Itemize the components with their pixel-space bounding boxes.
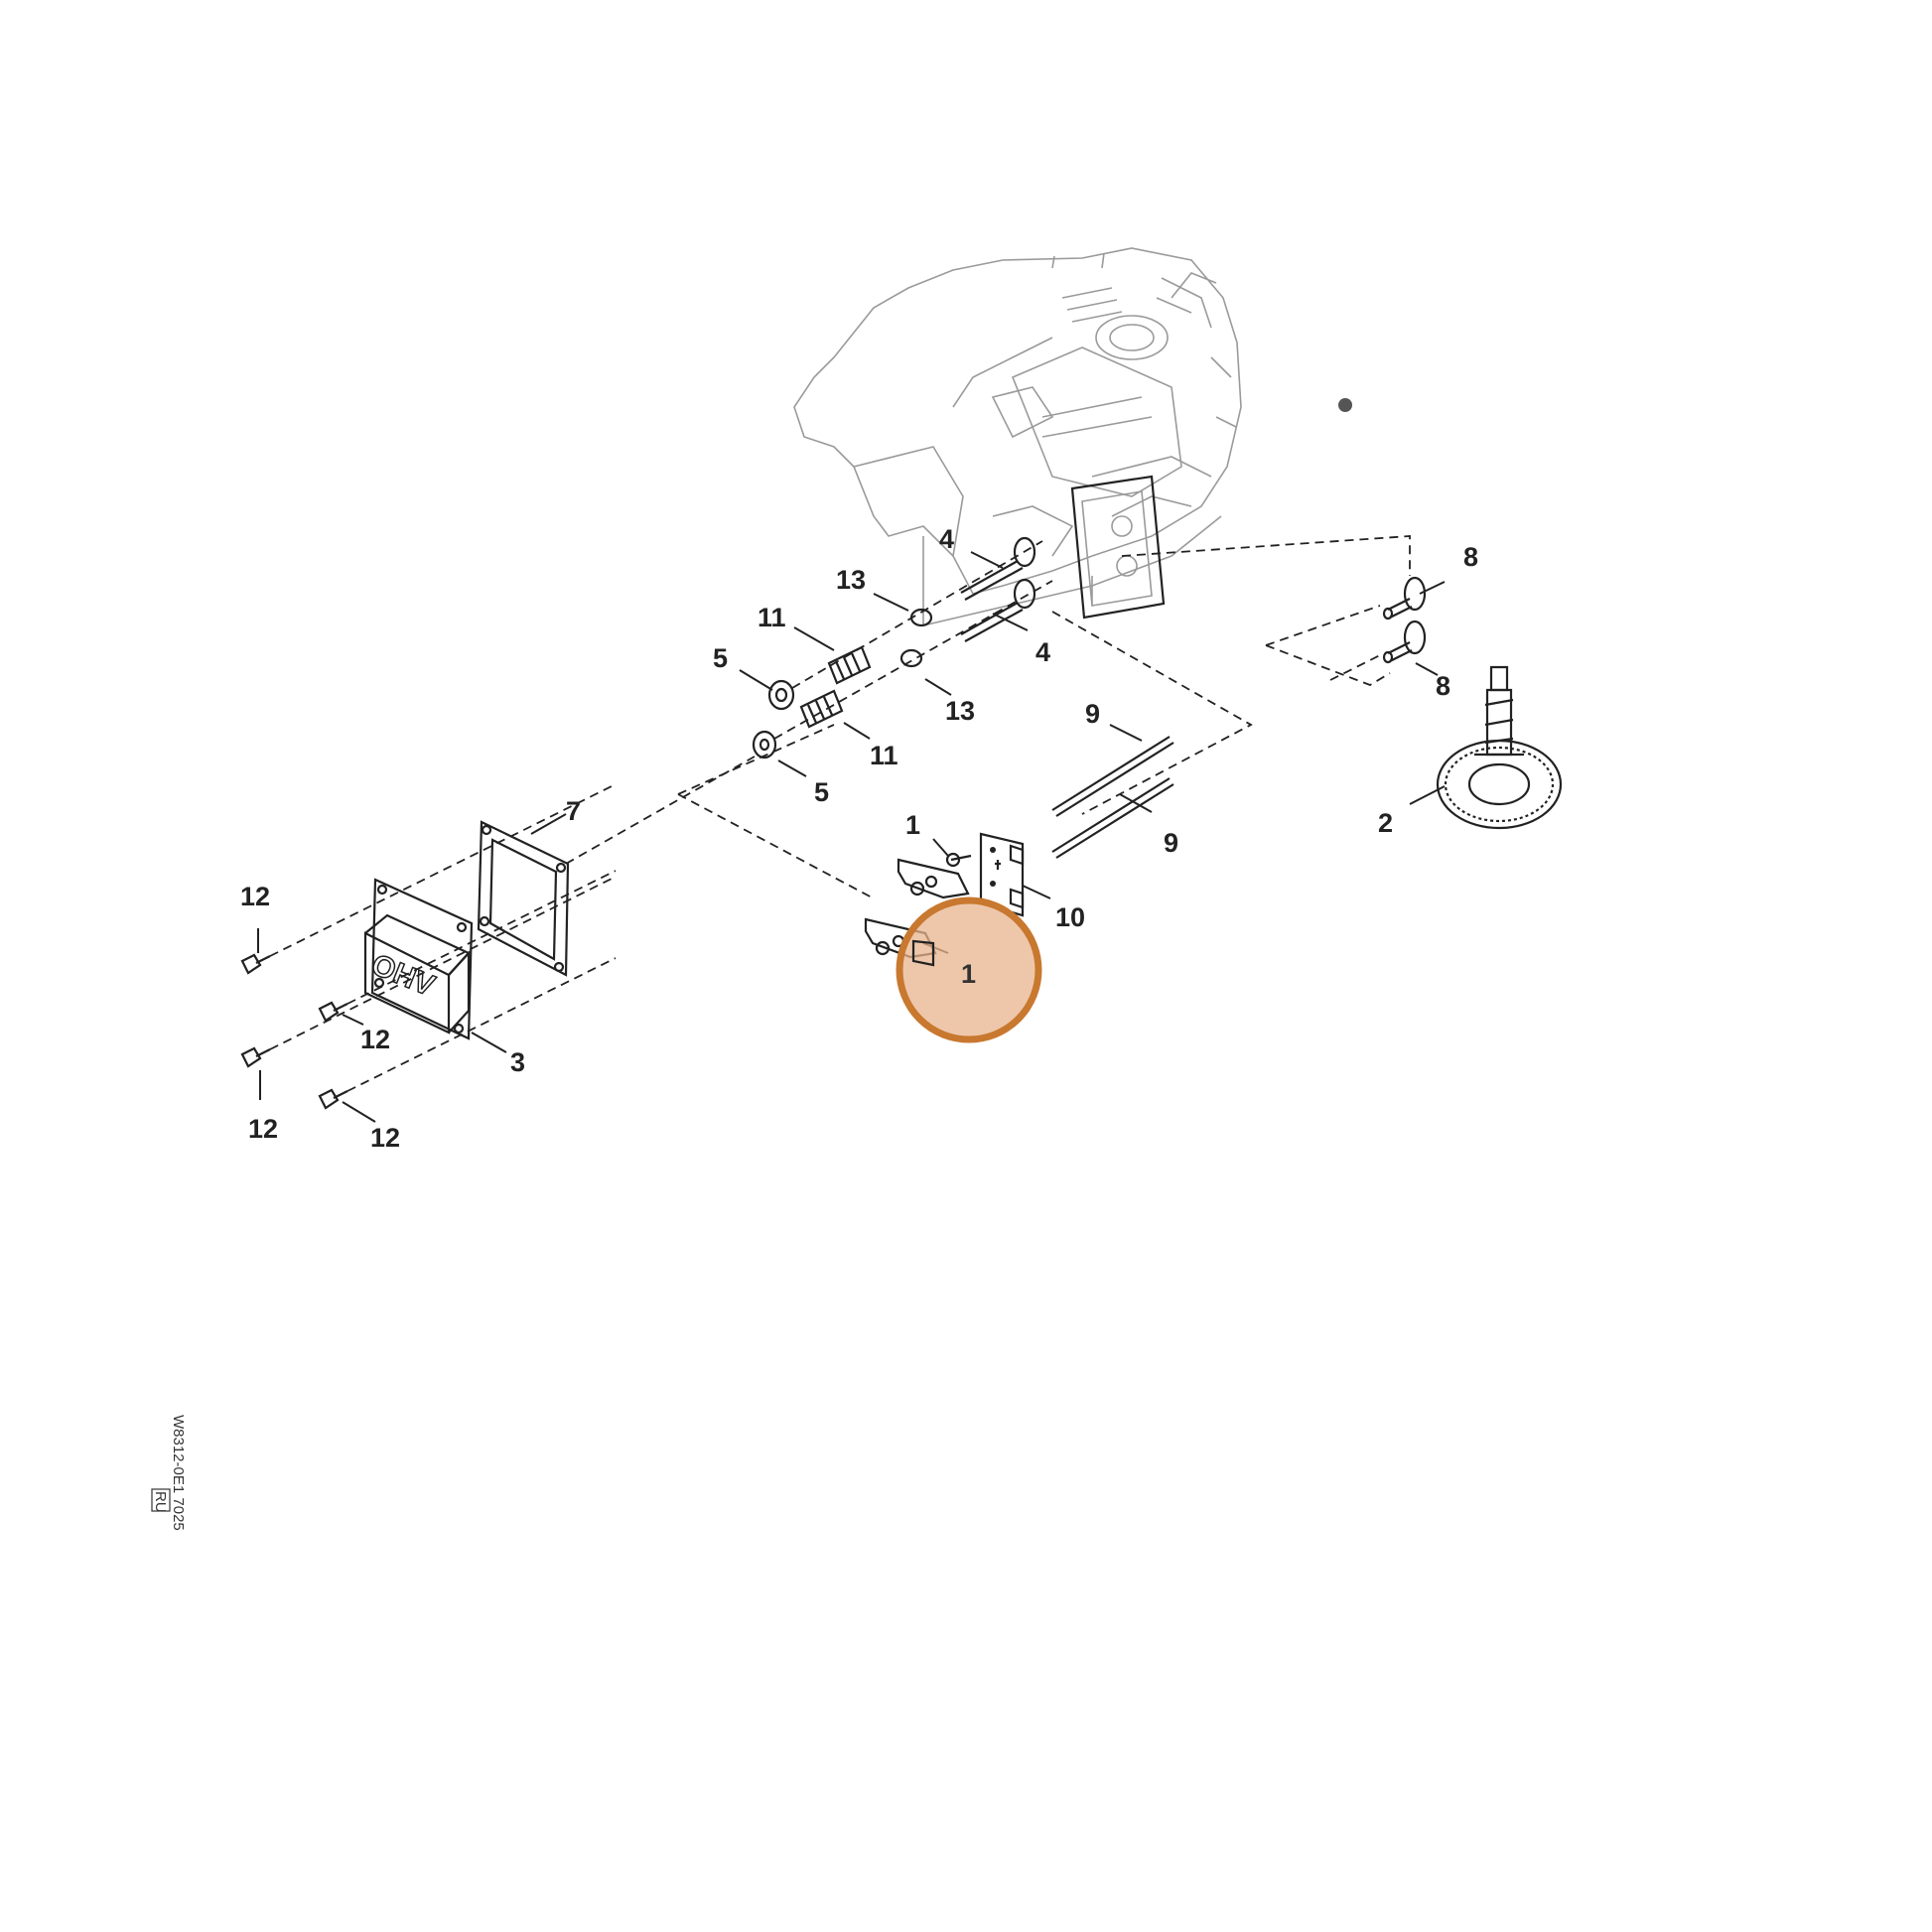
spring-cap-lower — [752, 730, 777, 759]
valve-lower — [960, 578, 1036, 642]
callout-1-upper: 1 — [905, 810, 920, 840]
push-rod-lower — [1051, 777, 1174, 859]
callout-3: 3 — [510, 1047, 525, 1077]
push-rod-upper — [1051, 736, 1174, 817]
tappet-upper — [1382, 576, 1427, 621]
callout-5-upper: 5 — [713, 643, 728, 673]
screw-bottom — [318, 1088, 348, 1110]
rocker-arm-upper — [897, 852, 972, 899]
drawing-code-text: W8312-0E1 7025 — [170, 1415, 187, 1531]
valve-keeper-lower — [899, 648, 923, 668]
valve-upper — [960, 536, 1036, 601]
callout-12-bottom: 12 — [370, 1123, 400, 1153]
callout-11-upper: 11 — [758, 603, 786, 632]
drawing-code: W8312-0E1 7025 RU — [151, 1415, 187, 1531]
gasket — [477, 820, 570, 977]
callout-12-mid: 12 — [360, 1025, 390, 1054]
engine-block — [793, 247, 1352, 627]
drawing-code-box: RU — [152, 1491, 169, 1513]
callout-13-lower: 13 — [945, 696, 975, 726]
callout-12-bottom-left: 12 — [248, 1114, 278, 1144]
spring-cap-upper — [767, 679, 795, 711]
highlight-circle[interactable] — [896, 897, 1042, 1043]
screw-bottom-left — [240, 1046, 271, 1068]
callout-8-lower: 8 — [1436, 671, 1450, 701]
guide-plate — [979, 832, 1025, 917]
callout-9-lower: 9 — [1164, 828, 1178, 858]
callout-8-upper: 8 — [1463, 542, 1478, 572]
valve-spring-lower — [799, 689, 844, 729]
valve-spring-upper — [827, 645, 872, 685]
callout-4-lower: 4 — [1035, 637, 1050, 667]
callout-12-top-left: 12 — [240, 882, 270, 911]
screw-top-left — [240, 953, 271, 975]
leader-lines — [257, 551, 1446, 1123]
callout-10: 10 — [1055, 902, 1085, 932]
block-bolt-hole — [1338, 398, 1352, 412]
camshaft — [1436, 665, 1563, 830]
callout-5-lower: 5 — [814, 777, 829, 807]
callout-11-lower: 11 — [870, 741, 898, 770]
tappet-lower — [1382, 620, 1427, 664]
assembly-lines — [269, 535, 1411, 1092]
rocker-cover: OHV — [363, 878, 474, 1040]
callout-4-upper: 4 — [939, 524, 954, 554]
screw-mid — [318, 1001, 348, 1023]
callout-7: 7 — [566, 796, 581, 826]
callout-13-upper: 13 — [836, 565, 866, 595]
callout-9-upper: 9 — [1085, 699, 1100, 729]
callout-2: 2 — [1378, 808, 1393, 838]
highlight-marker-arm — [911, 939, 935, 967]
highlight-callout-1: 1 — [961, 959, 976, 989]
